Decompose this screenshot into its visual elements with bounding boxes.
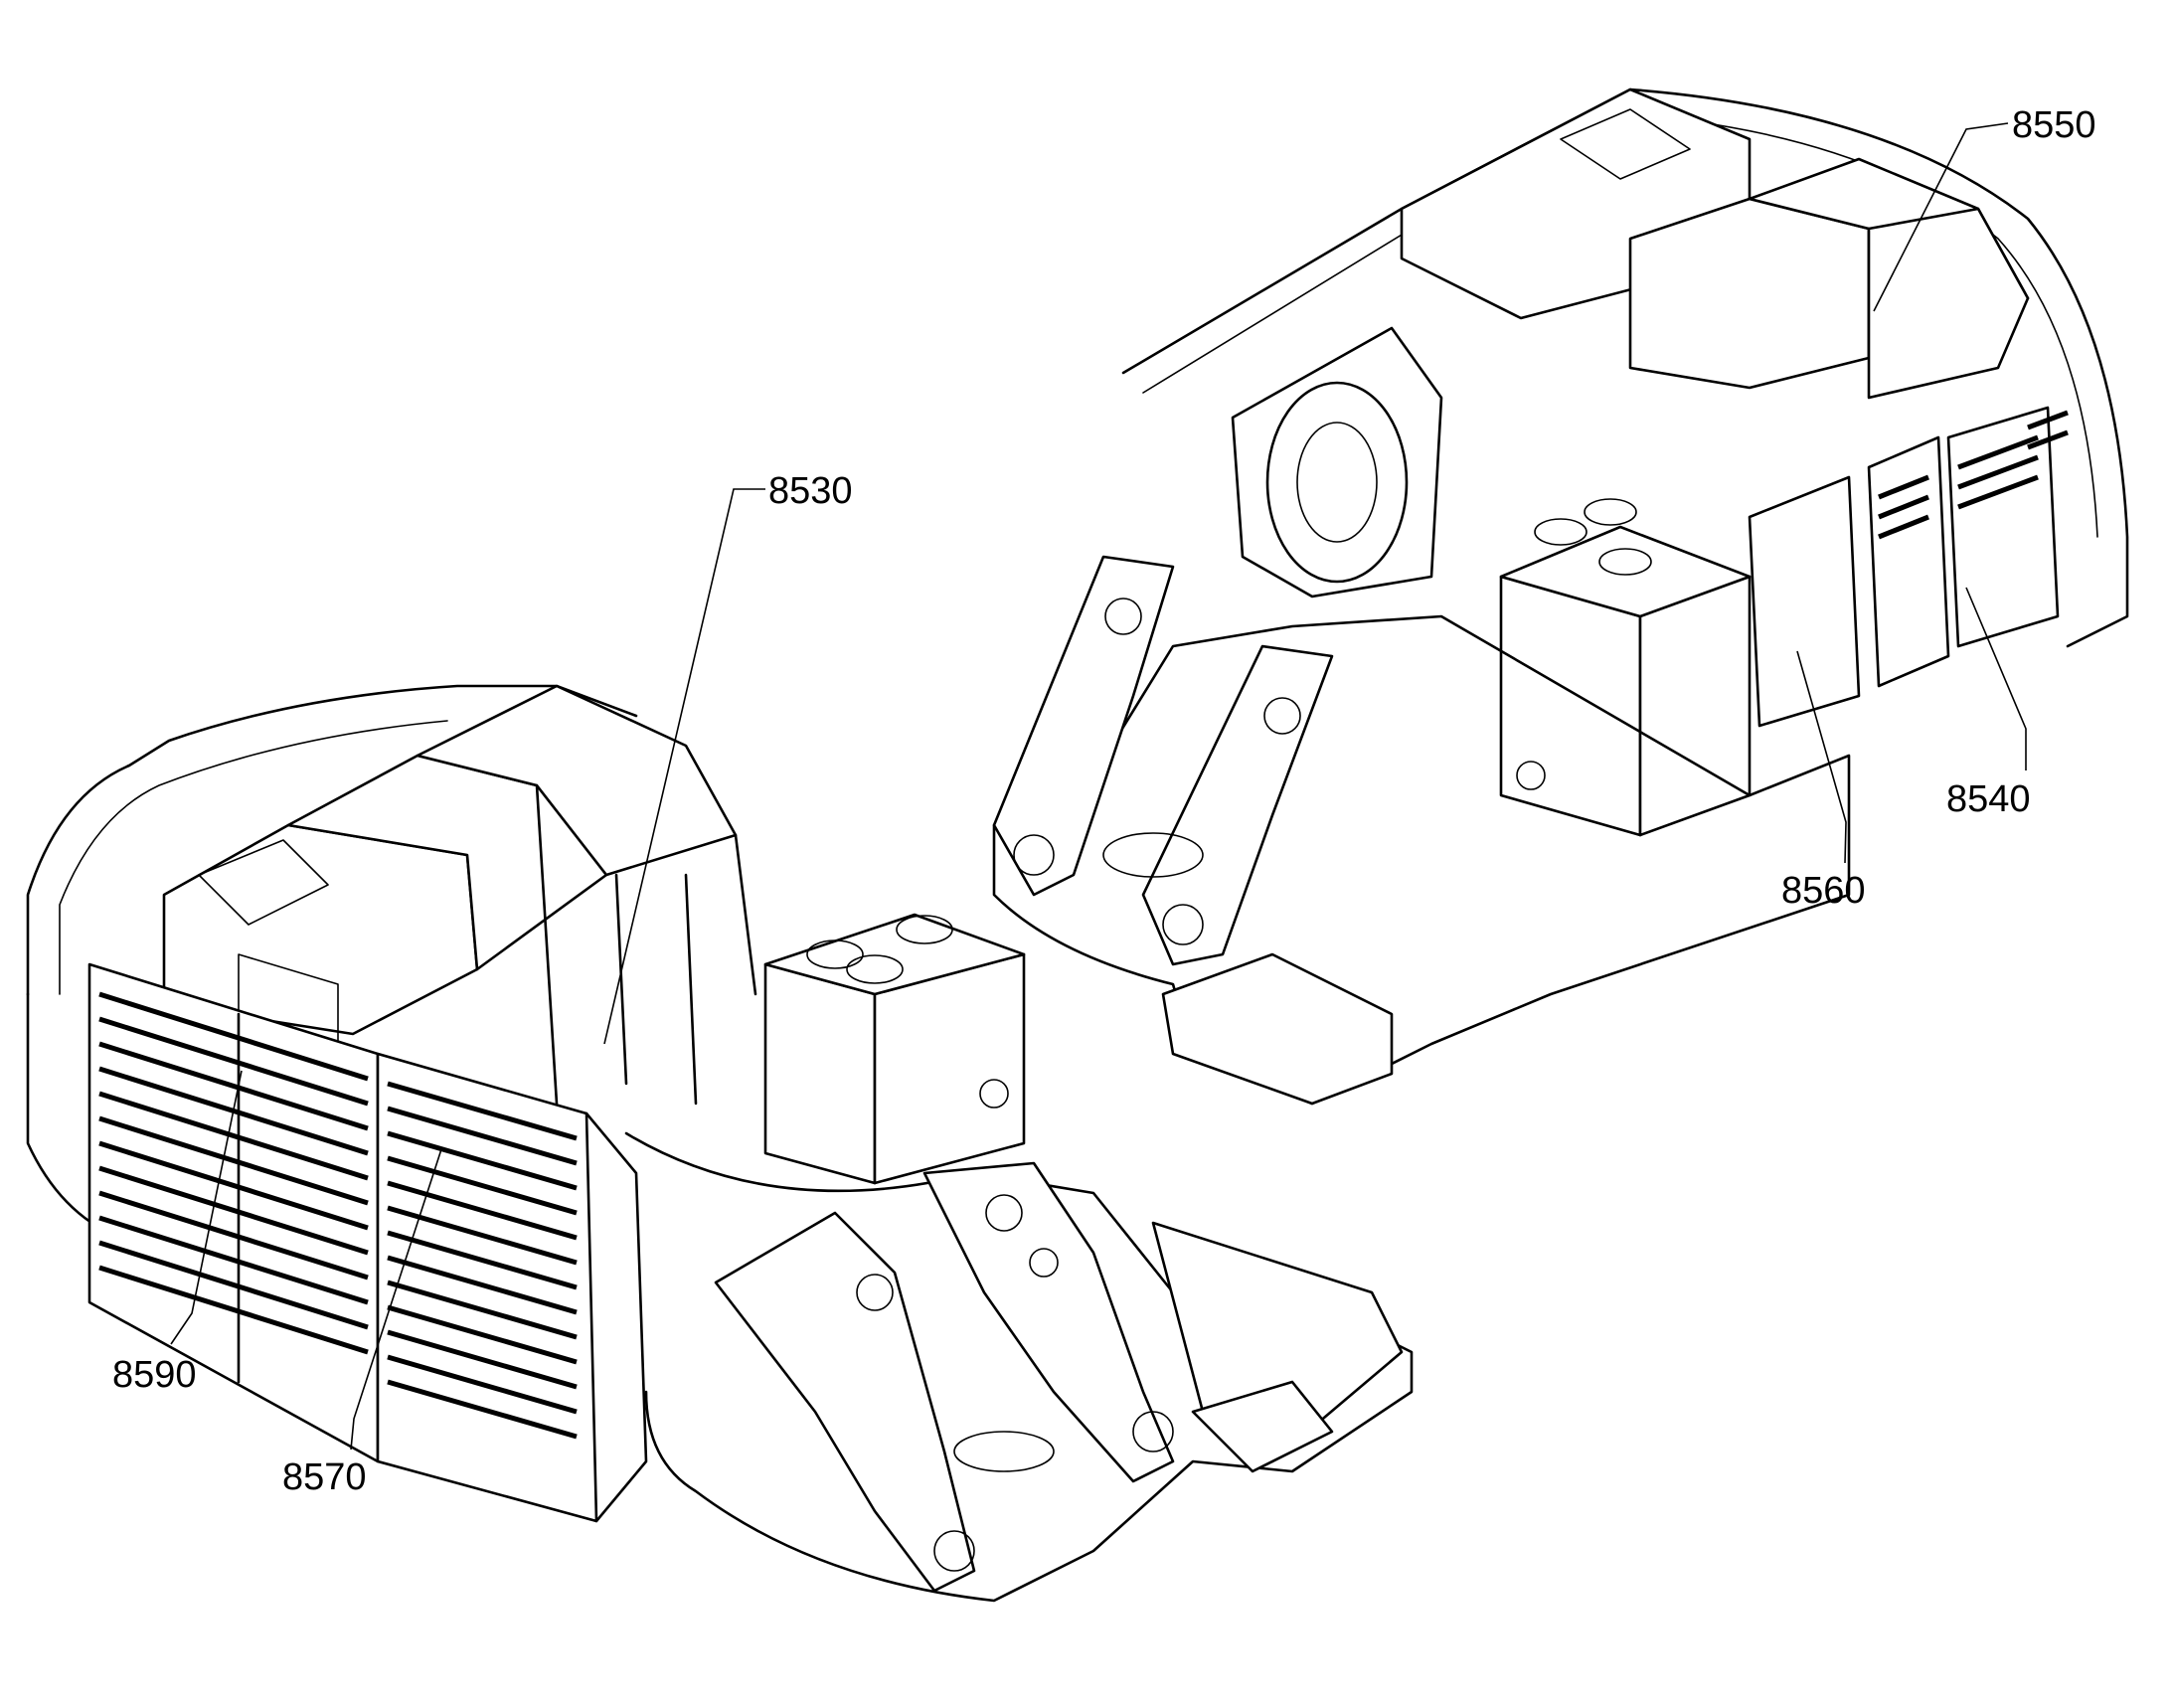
right-tank-cap-1 [1534,518,1588,546]
right-tank-cap-3 [1598,548,1652,576]
right-rear-panel-2 [1867,435,1950,688]
leader-8570 [350,1148,442,1451]
label-8530: 8530 [768,470,853,512]
right-louvres [1878,410,2069,540]
left-pin-hole-5 [1132,1411,1174,1452]
label-8570: 8570 [282,1456,367,1498]
left-pin-hole-4 [933,1530,975,1572]
left-pin-hole-2 [985,1194,1023,1232]
right-counterweight [1161,952,1394,1106]
right-roof-hatch [1560,108,1691,180]
left-roof-hatch [198,839,329,926]
right-roof-box-2 [1628,197,1871,390]
left-counterweight [1151,1221,1404,1463]
right-tank-cap-2 [1584,498,1637,526]
right-tank-port [1516,761,1546,790]
left-hood-inner [59,720,448,995]
left-tank-port [979,1079,1009,1109]
right-fan-hub [1296,422,1378,543]
left-boom-support-2 [922,1161,1175,1483]
right-tank-front [1499,575,1642,837]
left-chassis [624,1131,1414,1603]
right-fan [1265,381,1409,584]
label-8560: 8560 [1781,870,1866,912]
right-boom-support-2 [1141,644,1334,966]
right-chassis [992,614,1851,1106]
right-tank-side [1638,575,1752,837]
right-assembly [992,87,2129,1106]
right-fan-shroud [1231,326,1443,598]
leader-8550 [1873,122,2009,312]
left-swing-ring [953,1431,1055,1472]
left-engine-wall [535,783,757,1106]
label-8590: 8590 [112,1354,197,1396]
left-rear-block [1191,1380,1334,1473]
left-tank-front [763,962,877,1185]
left-tank-cap-2 [896,915,953,944]
leader-8540 [1965,587,2027,770]
leader-8590 [170,1070,243,1345]
leader-8530 [603,488,765,1045]
right-pin-hole-1 [1104,598,1142,635]
right-pin-hole-2 [1263,697,1301,735]
reference-labels: 8530 8550 8540 8560 8590 8570 [112,104,2096,1498]
left-tank-cap-1 [806,939,864,969]
right-boom-support-1 [992,555,1175,897]
left-grille-side [585,1111,648,1523]
label-8550: 8550 [2012,104,2096,146]
right-roof-box-4 [1867,207,2030,400]
right-hood-outline [1121,87,2129,648]
right-pin-hole-3 [1013,834,1055,876]
right-swing-ring [1102,832,1204,878]
leader-lines [170,122,2027,1451]
left-boom-support-1 [714,1211,976,1593]
left-tank-cap-3 [846,954,904,984]
left-grille-slats-b [387,1081,578,1440]
leader-8560 [1796,650,1847,864]
right-rear-panel-1 [1748,475,1861,728]
right-pin-hole-4 [1162,904,1204,945]
left-tank-top [763,913,1026,996]
right-tank-top [1499,525,1752,618]
left-pin-hole-3 [1029,1248,1059,1278]
label-8540: 8540 [1946,778,2031,820]
left-hood-outline [26,684,638,996]
right-rear-panel-3 [1946,406,2060,648]
left-assembly [26,684,1414,1603]
left-pin-hole-1 [856,1274,894,1311]
